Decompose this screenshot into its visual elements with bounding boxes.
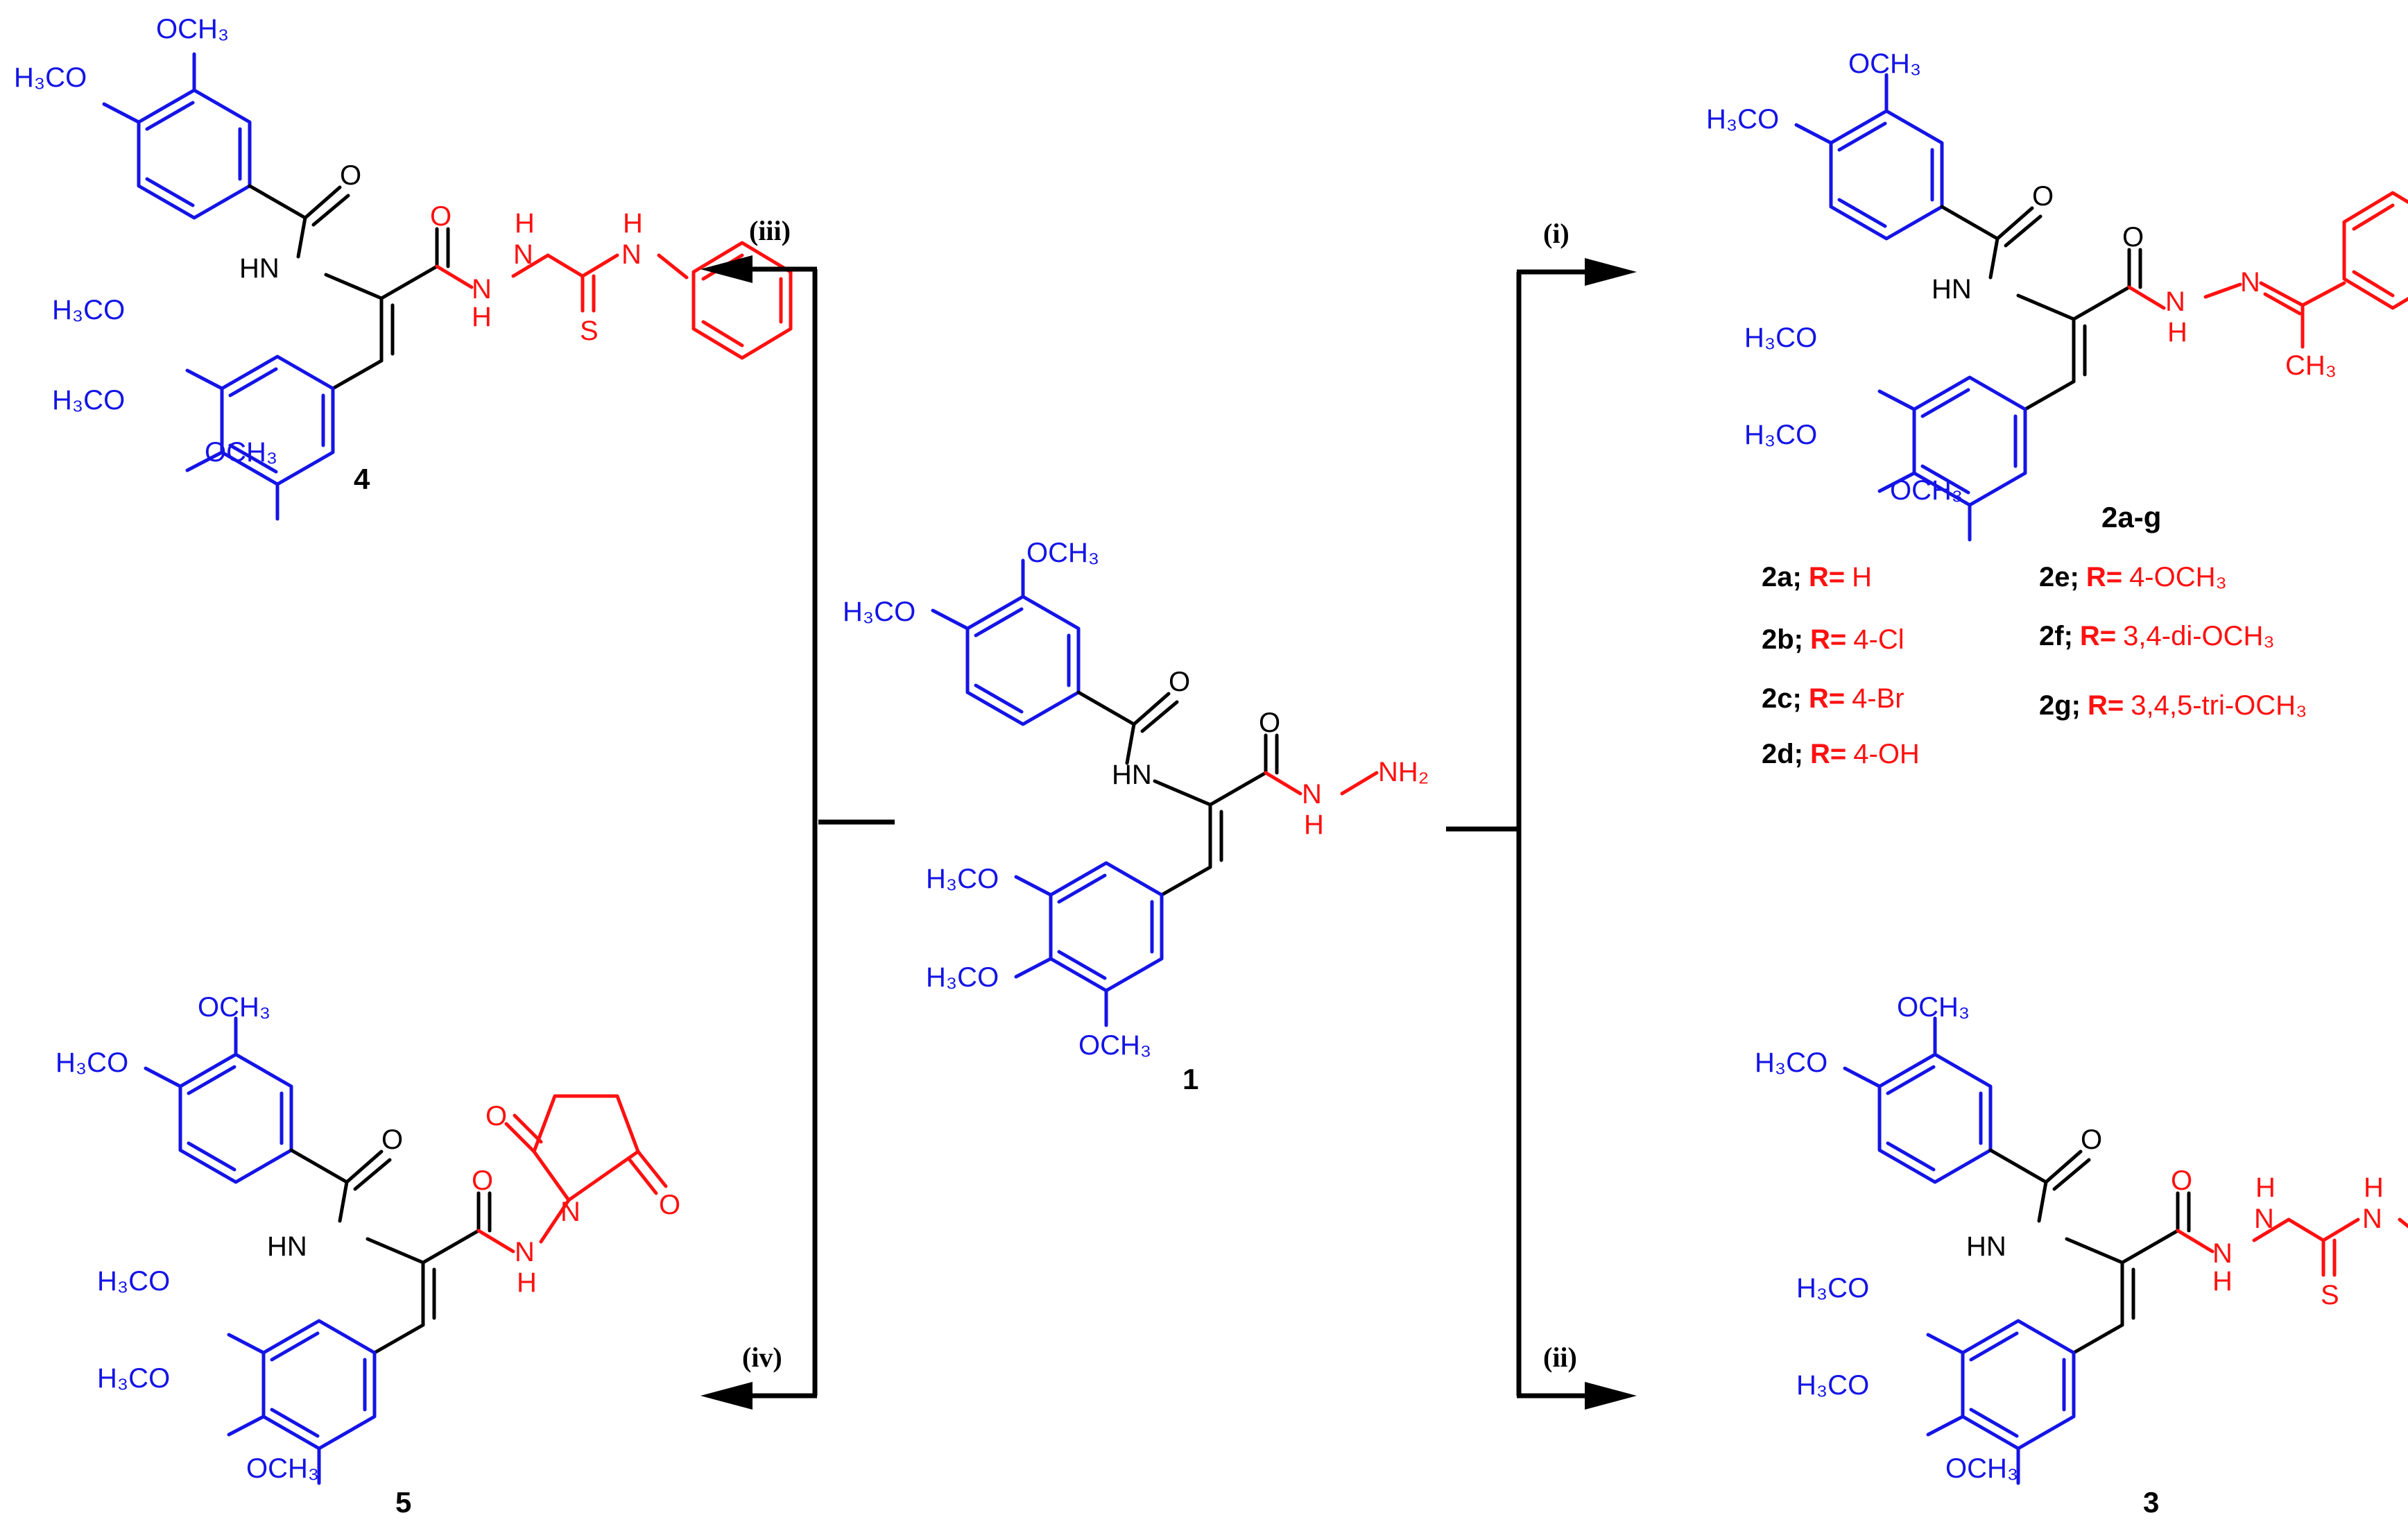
right-arrow-branch: (i) (ii): [1446, 218, 1637, 1410]
n-label: N: [2165, 287, 2185, 317]
och3-label: OCH₃: [1026, 538, 1099, 568]
h3co-label: H₃CO: [1744, 323, 1817, 353]
amide-nh-label: HN: [1112, 760, 1152, 790]
compound-label-4: 4: [354, 463, 370, 495]
imide-n-label: N: [560, 1197, 580, 1227]
carbonyl-o-label: O: [1259, 708, 1280, 738]
carbonyl-o-label: O: [381, 1125, 403, 1155]
h-label: H: [2212, 1266, 2233, 1297]
och3-label: OCH₃: [1890, 475, 1963, 506]
compound-label-2a-g: 2a-g: [2101, 501, 2161, 533]
left-arrow-branch: (iii) (iv): [700, 215, 895, 1410]
n-label: N: [515, 1237, 535, 1267]
substituent-2a: 2a;R=H: [1762, 562, 1872, 592]
hydrazide-n-label: N: [1302, 779, 1322, 810]
h3co-label: H₃CO: [1706, 104, 1779, 135]
compound-3: OCH₃ H₃CO O O HN N H N H S N H CH₃ H₃CO …: [1755, 992, 2408, 1519]
h-label: H: [515, 208, 535, 239]
h3co-label: H₃CO: [926, 962, 999, 993]
condition-iii: (iii): [749, 215, 791, 246]
n-label: N: [2254, 1204, 2274, 1234]
h3co-label: H₃CO: [1796, 1370, 1869, 1401]
compound-2a-g: OCH₃ H₃CO O O HN N H N R CH₃ H₃CO H₃CO O…: [1706, 49, 2408, 540]
n-label: N: [472, 274, 492, 305]
h3co-label: H₃CO: [52, 295, 125, 325]
och3-label: OCH₃: [205, 437, 277, 468]
compound-label-1: 1: [1182, 1063, 1198, 1095]
carbonyl-o-label: O: [472, 1165, 493, 1196]
methyl-label: CH₃: [2285, 350, 2337, 381]
amide-nh-label: HN: [1966, 1231, 2006, 1262]
h-label: H: [2167, 317, 2187, 348]
n-label: N: [513, 239, 533, 270]
h3co-label: H₃CO: [97, 1363, 170, 1394]
imine-n-label: N: [2240, 267, 2260, 298]
h-label: H: [2364, 1172, 2384, 1203]
compound-label-5: 5: [395, 1486, 411, 1519]
n-label: N: [621, 239, 642, 270]
amide-nh-label: HN: [239, 253, 280, 284]
substituent-list: 2a;R=H 2b;R=4-Cl 2c;R=4-Br 2d;R=4-OH 2e;…: [1762, 562, 2307, 769]
substituent-2f: 2f;R=3,4-di-OCH₃: [2039, 621, 2275, 651]
nh2-label: NH₂: [1378, 757, 1429, 787]
carbonyl-o-label: O: [2032, 181, 2054, 212]
h3co-label: H₃CO: [1744, 420, 1817, 450]
substituent-2c: 2c;R=4-Br: [1762, 683, 1904, 714]
carbonyl-o-label: O: [430, 201, 452, 232]
carbonyl-o-label: O: [2081, 1125, 2102, 1155]
h-label: H: [2255, 1172, 2276, 1203]
condition-ii: (ii): [1543, 1342, 1577, 1373]
och3-label: OCH₃: [1945, 1453, 2018, 1484]
h3co-label: H₃CO: [97, 1266, 170, 1297]
och3-label: OCH₃: [246, 1453, 319, 1484]
substituent-2g: 2g;R=3,4,5-tri-OCH₃: [2039, 690, 2307, 721]
condition-i: (i): [1543, 218, 1570, 249]
imide-o-label: O: [659, 1190, 680, 1220]
h3co-label: H₃CO: [926, 864, 999, 894]
h-label: H: [472, 302, 492, 332]
compound-4: OCH₃ H₃CO O O HN N H N H S N H H₃CO H₃CO…: [14, 14, 793, 519]
h3co-label: H₃CO: [52, 385, 125, 416]
h3co-label: H₃CO: [14, 62, 87, 93]
h3co-label: H₃CO: [55, 1048, 128, 1078]
amide-nh-label: HN: [267, 1231, 307, 1262]
thione-s-label: S: [2321, 1280, 2339, 1310]
carbonyl-o-label: O: [340, 160, 361, 191]
och3-label: OCH₃: [1848, 49, 1921, 79]
compound-5: OCH₃ H₃CO O O HN N H N O O H₃CO H₃CO OCH…: [55, 992, 680, 1519]
imide-o-label: O: [485, 1101, 507, 1131]
substituent-2d: 2d;R=4-OH: [1762, 739, 1920, 769]
h3co-label: H₃CO: [843, 597, 915, 627]
carbonyl-o-label: O: [1169, 667, 1190, 697]
h3co-label: H₃CO: [1755, 1048, 1828, 1078]
och3-label: OCH₃: [198, 992, 270, 1023]
thione-s-label: S: [580, 316, 599, 346]
och3-label: OCH₃: [1078, 1030, 1151, 1061]
hydrazide-h-label: H: [1304, 810, 1324, 840]
n-label: N: [2212, 1238, 2233, 1269]
amide-nh-label: HN: [1932, 274, 1972, 305]
och3-label: OCH₃: [156, 14, 229, 44]
h-label: H: [623, 208, 643, 239]
compound-1: OCH₃ H₃CO O O HN N H NH₂ H₃CO H₃CO OCH₃ …: [843, 538, 1429, 1095]
carbonyl-o-label: O: [2122, 222, 2144, 253]
h3co-label: H₃CO: [1796, 1273, 1869, 1303]
h-label: H: [517, 1267, 537, 1298]
n-label: N: [2362, 1204, 2382, 1234]
condition-iv: (iv): [742, 1342, 782, 1373]
substituent-2e: 2e;R=4-OCH₃: [2039, 562, 2227, 592]
compound-label-3: 3: [2143, 1486, 2159, 1519]
och3-label: OCH₃: [1897, 992, 1970, 1023]
carbonyl-o-label: O: [2171, 1165, 2192, 1196]
substituent-2b: 2b;R=4-Cl: [1762, 624, 1904, 655]
